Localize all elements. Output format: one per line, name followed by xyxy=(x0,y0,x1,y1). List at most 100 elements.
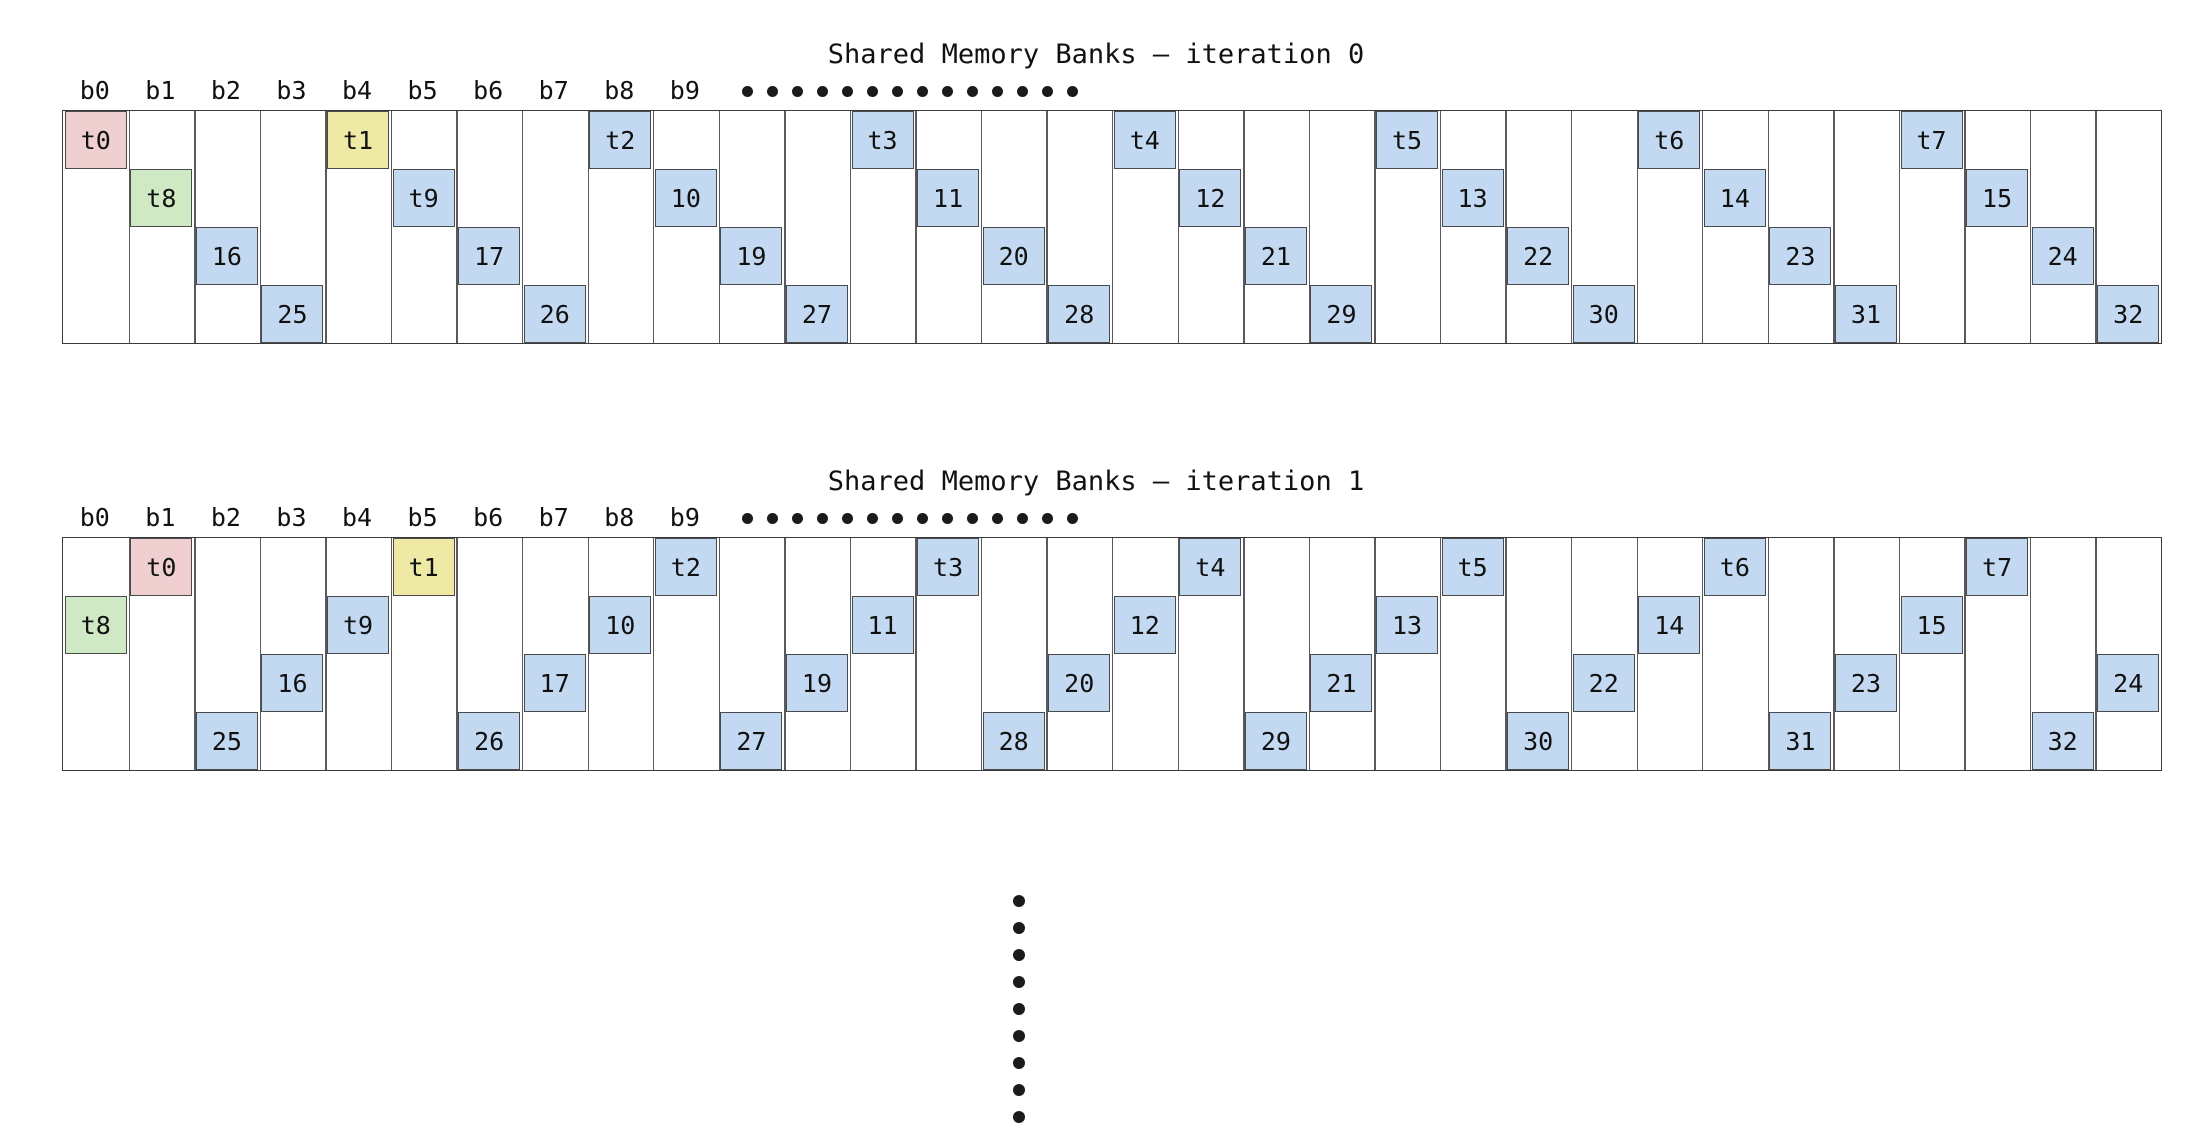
ellipsis-dot xyxy=(966,85,978,97)
memory-cell-27: 27 xyxy=(720,712,783,770)
memory-cell-13: 13 xyxy=(1441,169,1504,227)
memory-cell-t5: t5 xyxy=(1376,111,1439,169)
ellipsis-dot xyxy=(916,512,928,524)
memory-cell-29: 29 xyxy=(1244,712,1307,770)
memory-cell-14: 14 xyxy=(1703,169,1766,227)
bank-separator-line xyxy=(1046,538,1048,770)
bank-label-b7: b7 xyxy=(538,503,569,532)
memory-cell-11: 11 xyxy=(917,169,980,227)
bank-separator-line xyxy=(1636,538,1638,770)
bank-separator-line xyxy=(1243,111,1245,343)
ellipsis-dot xyxy=(741,85,753,97)
ellipsis-dot xyxy=(791,512,803,524)
memory-cell-30: 30 xyxy=(1572,285,1635,343)
memory-cell-31: 31 xyxy=(1834,285,1897,343)
bank-separator-line xyxy=(1243,538,1245,770)
ellipsis-dot xyxy=(841,512,853,524)
bank-label-b5: b5 xyxy=(407,76,438,105)
bank-separator-line xyxy=(1308,111,1311,343)
memory-cell-10: 10 xyxy=(654,169,717,227)
bank-separator-line xyxy=(915,538,917,770)
bank-label-b3: b3 xyxy=(276,503,307,532)
bank-separator-line xyxy=(718,111,721,343)
bank-separator-line xyxy=(653,111,655,343)
ellipsis-dot xyxy=(1013,895,1025,907)
memory-cell-26: 26 xyxy=(523,285,586,343)
bank-separator-line xyxy=(1767,111,1770,343)
bank-separator-line xyxy=(1964,111,1966,343)
bank-separator-line xyxy=(390,111,393,343)
memory-cell-32: 32 xyxy=(2097,285,2160,343)
horizontal-ellipsis-dots xyxy=(741,499,1078,537)
memory-cell-12: 12 xyxy=(1113,596,1176,654)
ellipsis-dot xyxy=(1013,1084,1025,1096)
bank-separator-line xyxy=(784,111,786,343)
bank-separator-line xyxy=(1833,538,1835,770)
bank-separator-line xyxy=(1898,538,1901,770)
bank-separator-line xyxy=(1046,111,1048,343)
bank-separator-line xyxy=(1177,538,1179,770)
memory-cell-t7: t7 xyxy=(1966,538,2029,596)
bank-label-b7: b7 xyxy=(538,76,569,105)
ellipsis-dot xyxy=(1041,512,1053,524)
memory-cell-20: 20 xyxy=(1048,654,1111,712)
bank-label-b3: b3 xyxy=(276,76,307,105)
ellipsis-dot xyxy=(1013,1030,1025,1042)
bank-separator-line xyxy=(128,111,130,343)
memory-cell-24: 24 xyxy=(2031,227,2094,285)
bank-separator-line xyxy=(1898,111,1901,343)
ellipsis-dot xyxy=(1013,1057,1025,1069)
memory-cell-t1: t1 xyxy=(392,538,455,596)
bank-separator-line xyxy=(1505,111,1507,343)
bank-separator-line xyxy=(2095,538,2097,770)
memory-cell-t3: t3 xyxy=(917,538,980,596)
ellipsis-dot xyxy=(1013,922,1025,934)
bank-separator-line xyxy=(194,111,196,343)
memory-cell-29: 29 xyxy=(1310,285,1373,343)
ellipsis-dot xyxy=(1016,512,1028,524)
bank-separator-line xyxy=(1702,111,1704,343)
memory-cell-21: 21 xyxy=(1244,227,1307,285)
bank-label-b6: b6 xyxy=(473,76,504,105)
bank-separator-line xyxy=(128,538,130,770)
chart-title-iteration-0: Shared Memory Banks – iteration 0 xyxy=(827,39,1365,70)
memory-cell-20: 20 xyxy=(982,227,1045,285)
bank-separator-line xyxy=(1112,538,1114,770)
bank-separator-line xyxy=(1833,111,1835,343)
ellipsis-dot xyxy=(1041,85,1053,97)
memory-cell-17: 17 xyxy=(523,654,586,712)
bank-label-b8: b8 xyxy=(604,503,635,532)
bank-separator-line xyxy=(1964,538,1966,770)
bank-separator-line xyxy=(325,538,327,770)
vertical-ellipsis-dots xyxy=(1013,895,1025,1123)
ellipsis-dot xyxy=(866,512,878,524)
memory-cell-22: 22 xyxy=(1507,227,1570,285)
bank-separator-line xyxy=(915,111,917,343)
bank-label-b4: b4 xyxy=(341,503,373,532)
horizontal-ellipsis-dots xyxy=(741,72,1078,110)
bank-separator-line xyxy=(653,538,655,770)
ellipsis-dot xyxy=(816,85,828,97)
bank-separator-line xyxy=(194,538,196,770)
memory-cell-t9: t9 xyxy=(327,596,390,654)
memory-cell-14: 14 xyxy=(1638,596,1701,654)
memory-cell-30: 30 xyxy=(1507,712,1570,770)
memory-cell-12: 12 xyxy=(1179,169,1242,227)
ellipsis-dot xyxy=(1013,976,1025,988)
memory-cell-t9: t9 xyxy=(392,169,455,227)
ellipsis-dot xyxy=(1066,85,1078,97)
bank-separator-line xyxy=(1767,538,1770,770)
ellipsis-dot xyxy=(841,85,853,97)
memory-cell-t5: t5 xyxy=(1441,538,1504,596)
memory-cell-11: 11 xyxy=(851,596,914,654)
bank-separator-line xyxy=(1439,111,1442,343)
ellipsis-dot xyxy=(941,85,953,97)
ellipsis-dot xyxy=(1013,1003,1025,1015)
chart-title-iteration-1: Shared Memory Banks – iteration 1 xyxy=(827,466,1365,497)
bank-separator-line xyxy=(390,538,393,770)
bank-separator-line xyxy=(1308,538,1311,770)
memory-cell-16: 16 xyxy=(261,654,324,712)
bank-separator-line xyxy=(1374,538,1376,770)
